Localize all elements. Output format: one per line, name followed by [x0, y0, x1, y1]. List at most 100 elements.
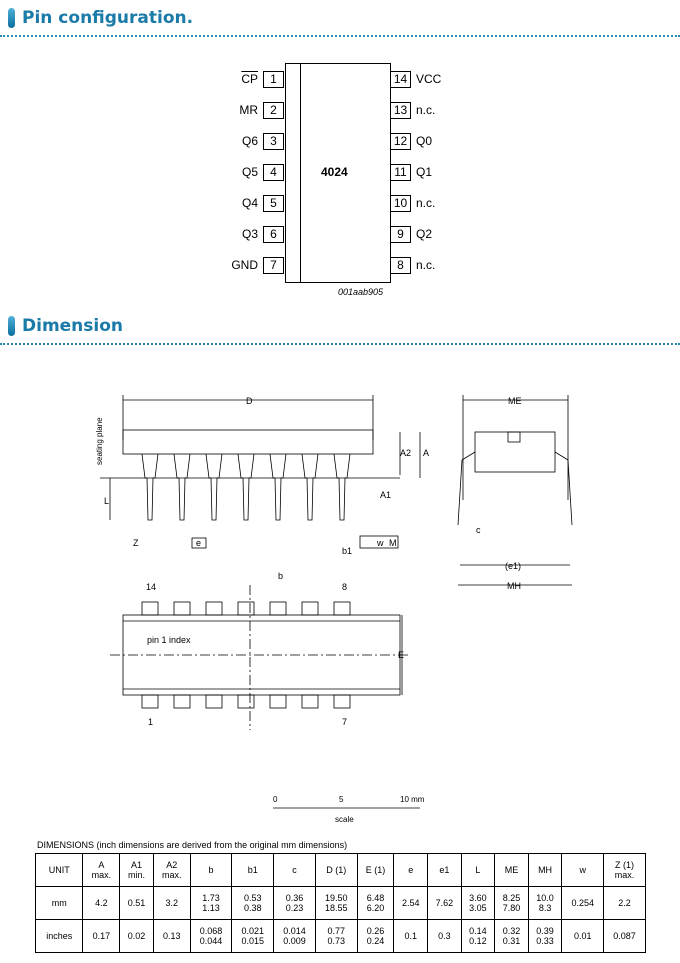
- column-header: MH: [527, 853, 563, 887]
- table-cell: 4.2: [82, 886, 121, 920]
- package-leg: [301, 453, 319, 521]
- label-ME: ME: [508, 396, 522, 406]
- ic-code: 001aab905: [338, 287, 384, 297]
- table-cell: 0.01: [561, 919, 605, 953]
- table-cell: 0.087: [603, 919, 646, 953]
- pin-number: 2: [263, 102, 284, 119]
- label-A: A: [423, 448, 429, 458]
- label-E: E: [398, 650, 404, 660]
- package-drawing: D A2 A A1 L Z e b1 w M seating plane ME …: [95, 395, 573, 824]
- pin-number: 7: [263, 257, 284, 274]
- label-e: e: [196, 538, 201, 548]
- table-cell: 0.32 0.31: [494, 919, 529, 953]
- pin-label: n.c.: [416, 103, 436, 117]
- pin-label: n.c.: [416, 258, 436, 272]
- table-cell: 0.021 0.015: [231, 919, 275, 953]
- pin-label: n.c.: [416, 196, 436, 210]
- label-seating-plane: seating plane: [95, 417, 104, 465]
- table-cell: 0.53 0.38: [231, 886, 275, 920]
- pin-number: 13: [390, 102, 411, 119]
- label-pin14: 14: [146, 582, 156, 592]
- table-cell: 2.54: [393, 886, 429, 920]
- bottom-pin: [173, 694, 191, 709]
- table-cell: 10.0 8.3: [527, 886, 563, 920]
- table-cell: 0.51: [119, 886, 154, 920]
- table-cell: inches: [34, 919, 84, 953]
- table-cell: 2.2: [603, 886, 646, 920]
- bottom-pin: [269, 694, 287, 709]
- label-b: b: [278, 571, 283, 581]
- table-cell: 8.25 7.80: [494, 886, 529, 920]
- label-e1: (e1): [505, 561, 521, 571]
- pin-number: 1: [263, 71, 284, 88]
- table-cell: 0.13: [152, 919, 191, 953]
- column-header: c: [273, 853, 316, 887]
- table-cell: 0.3: [427, 919, 462, 953]
- column-header: e: [393, 853, 429, 887]
- pin-label: Q6: [241, 134, 258, 148]
- pin-number: 8: [390, 257, 411, 274]
- package-leg: [237, 453, 255, 521]
- label-pin1: 1: [148, 717, 153, 727]
- table-caption: DIMENSIONS (inch dimensions are derived …: [37, 840, 348, 850]
- label-Z: Z: [133, 538, 139, 548]
- package-leg: [269, 453, 287, 521]
- column-header: b: [189, 853, 233, 887]
- scale-10: 10 mm: [400, 795, 425, 804]
- column-header: E (1): [356, 853, 395, 887]
- bottom-pin: [333, 694, 351, 709]
- table-cell: 0.254: [561, 886, 605, 920]
- section-header-pin-config: Pin configuration.: [8, 5, 193, 31]
- table-cell: mm: [34, 886, 84, 920]
- table-cell: 6.48 6.20: [356, 886, 395, 920]
- pin-label: Q4: [241, 196, 258, 210]
- pin-number: 5: [263, 195, 284, 212]
- header-bar-icon: [8, 8, 15, 28]
- table-cell: 0.14 0.12: [460, 919, 496, 953]
- label-c: c: [476, 525, 481, 535]
- table-cell: 0.36 0.23: [273, 886, 316, 920]
- ic-name: 4024: [321, 165, 348, 179]
- package-leg: [205, 453, 223, 521]
- pin-label: VCC: [416, 72, 442, 86]
- pin-label: Q2: [416, 227, 433, 241]
- table-cell: 0.26 0.24: [356, 919, 395, 953]
- table-cell: 1.73 1.13: [189, 886, 233, 920]
- ic-line: [300, 63, 301, 282]
- table-cell: 3.2: [152, 886, 191, 920]
- label-M: M: [389, 538, 397, 548]
- table-cell: 0.77 0.73: [314, 919, 358, 953]
- package-leg: [173, 453, 191, 521]
- pin-label: Q5: [241, 165, 258, 179]
- table-cell: 0.068 0.044: [189, 919, 233, 953]
- table-cell: 19.50 18.55: [314, 886, 358, 920]
- top-pin: [173, 601, 191, 616]
- package-leg: [333, 453, 351, 521]
- section-title: Pin configuration.: [22, 8, 194, 28]
- column-header: D (1): [314, 853, 358, 887]
- column-header: w: [561, 853, 605, 887]
- table-cell: 3.60 3.05: [460, 886, 496, 920]
- top-pin: [141, 601, 159, 616]
- column-header: L: [460, 853, 496, 887]
- scale-label: scale: [335, 815, 354, 824]
- pin-number: 9: [390, 226, 411, 243]
- table-cell: 0.02: [119, 919, 154, 953]
- scale-5: 5: [339, 795, 344, 804]
- top-pin: [237, 601, 255, 616]
- table-cell: 0.39 0.33: [527, 919, 563, 953]
- label-A2: A2: [400, 448, 411, 458]
- top-pin: [301, 601, 319, 616]
- pin-label: CP: [241, 72, 258, 86]
- section-header-dimension: Dimension: [8, 313, 123, 339]
- label-pin8: 8: [342, 582, 347, 592]
- column-header: ME: [494, 853, 529, 887]
- column-header: UNIT: [34, 853, 84, 887]
- pin-number: 11: [390, 164, 411, 181]
- pin-number: 4: [263, 164, 284, 181]
